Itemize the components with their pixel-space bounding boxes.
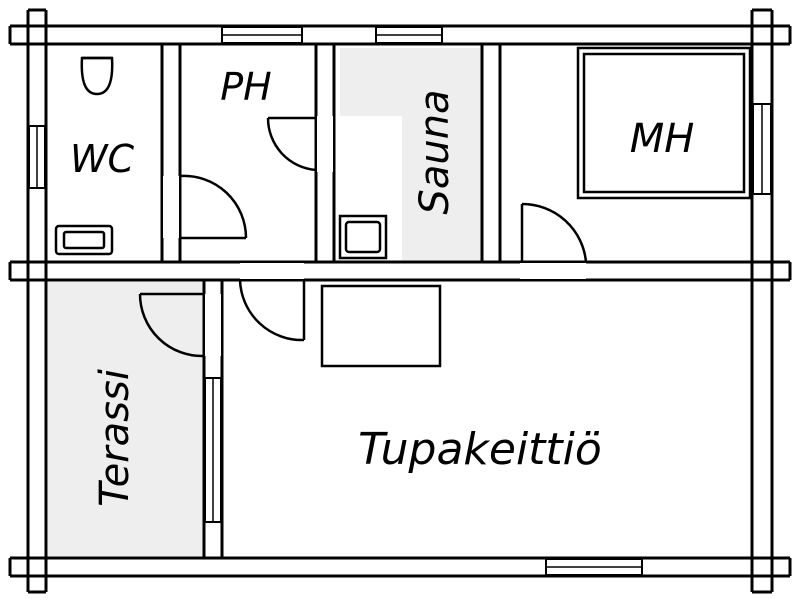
bed-icon — [576, 46, 752, 200]
ph-bathroom-door — [163, 174, 248, 240]
room-label-mh: MH — [630, 116, 695, 162]
fixtures — [54, 46, 752, 368]
sauna-shaded-floor — [340, 48, 482, 260]
mh-door — [520, 202, 588, 279]
room-label-ph: PH — [220, 65, 272, 109]
top-window-sauna — [375, 26, 443, 44]
room-labels: WC PH Sauna MH Terassi Tupakeittiö — [70, 65, 694, 507]
bottom-window-tupakeittio — [545, 558, 643, 576]
terassi-window — [204, 377, 222, 523]
room-label-wc: WC — [70, 137, 135, 181]
right-window-mh — [752, 103, 772, 195]
room-label-sauna: Sauna — [412, 89, 458, 214]
windows — [28, 26, 772, 576]
shaded-floors — [48, 48, 482, 556]
toilet-icon — [80, 56, 114, 96]
table-icon — [320, 284, 442, 368]
top-window-ph — [221, 26, 303, 44]
terassi-door — [138, 292, 221, 358]
walls — [8, 8, 792, 594]
room-label-tupakeittio: Tupakeittiö — [358, 424, 602, 475]
washbasin-icon — [54, 224, 114, 256]
left-window-wc — [28, 125, 46, 189]
sauna-stove-icon — [338, 214, 388, 260]
room-label-terassi: Terassi — [92, 369, 138, 507]
doors — [138, 116, 588, 358]
tupakeittio-door — [238, 263, 306, 342]
ph-sauna-door — [266, 116, 333, 172]
terassi-shaded-floor — [48, 282, 204, 556]
